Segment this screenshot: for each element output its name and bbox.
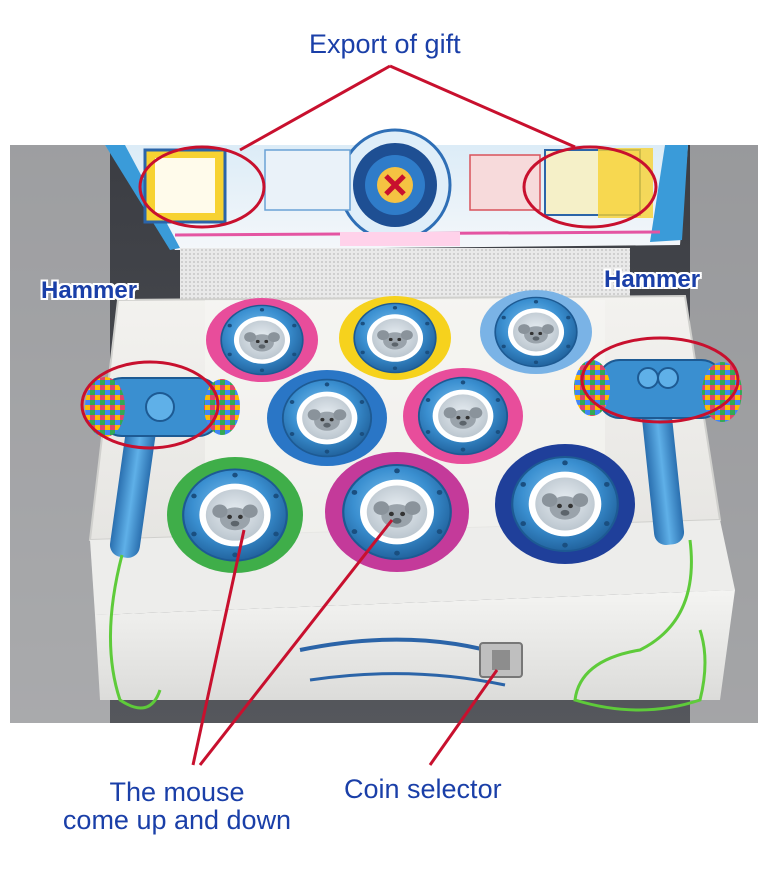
target-icon — [338, 128, 452, 242]
mouse-label-line2: come up and down — [62, 805, 292, 836]
mouse-label: The mouse come up and down — [46, 778, 308, 835]
hammer-left-label: Hammer — [41, 277, 138, 304]
mouse-label-line1: The mouse — [109, 777, 245, 807]
hammer-right-label: Hammer — [604, 266, 701, 293]
coin-selector-label: Coin selector — [344, 774, 502, 804]
export-of-gift-label: Export of gift — [309, 29, 461, 59]
